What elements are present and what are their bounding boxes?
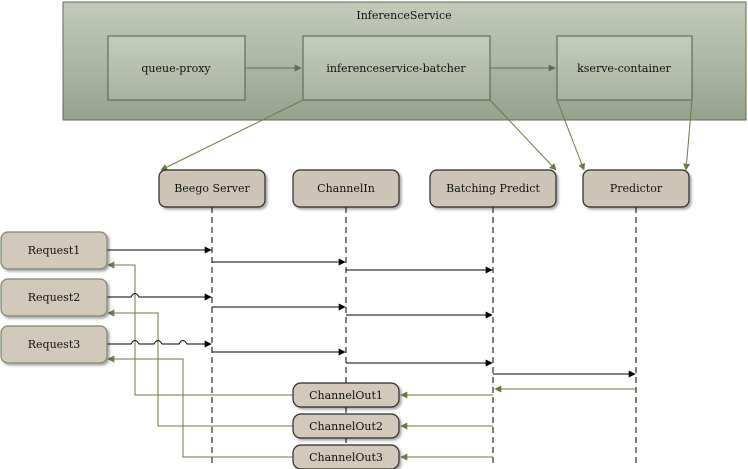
call-request2-to-beego xyxy=(107,293,212,301)
request2-label: Request2 xyxy=(28,291,81,304)
map-batcher-to-beego xyxy=(160,99,304,171)
return-path-request3 xyxy=(107,355,293,458)
call-arrows xyxy=(107,246,636,378)
request1-box xyxy=(0,231,108,270)
channelout1-box xyxy=(292,382,400,408)
request2-box xyxy=(0,278,108,317)
queue-proxy-box xyxy=(107,35,246,101)
batcher-box xyxy=(302,35,491,101)
kserve-container-box xyxy=(556,35,693,101)
map-batcher-to-batching-predict xyxy=(489,99,557,171)
channelout3-label: ChannelOut3 xyxy=(309,451,383,464)
map-kserve-to-predictor-right xyxy=(683,99,693,171)
right-returns xyxy=(400,385,636,461)
request3-box xyxy=(0,325,108,364)
channelout2-label: ChannelOut2 xyxy=(309,420,383,433)
batching-predict-label: Batching Predict xyxy=(446,182,540,195)
channelout2-box xyxy=(292,413,400,439)
inference-service-title: InferenceService xyxy=(356,9,451,22)
lifelines xyxy=(211,207,637,467)
queue-proxy-label: queue-proxy xyxy=(141,62,211,75)
return-path-request1 xyxy=(107,261,293,396)
return-paths xyxy=(107,261,293,458)
kserve-container-label: kserve-container xyxy=(577,62,671,75)
batcher-label: inferenceservice-batcher xyxy=(326,62,466,75)
request1-label: Request1 xyxy=(28,244,81,257)
channel-in-label: ChannelIn xyxy=(317,182,375,195)
beego-server-node xyxy=(158,169,266,208)
channelout1-label: ChannelOut1 xyxy=(309,389,383,402)
batching-predict-node xyxy=(429,169,557,208)
return-path-request2 xyxy=(107,309,293,427)
predictor-node xyxy=(582,169,690,208)
channelout3-box xyxy=(292,444,400,469)
beego-server-label: Beego Server xyxy=(174,182,250,195)
call-request3-to-beego xyxy=(107,340,212,348)
map-kserve-to-predictor-left xyxy=(556,99,585,171)
predictor-label: Predictor xyxy=(610,182,663,195)
channel-in-node xyxy=(292,169,400,208)
request3-label: Request3 xyxy=(28,338,81,351)
